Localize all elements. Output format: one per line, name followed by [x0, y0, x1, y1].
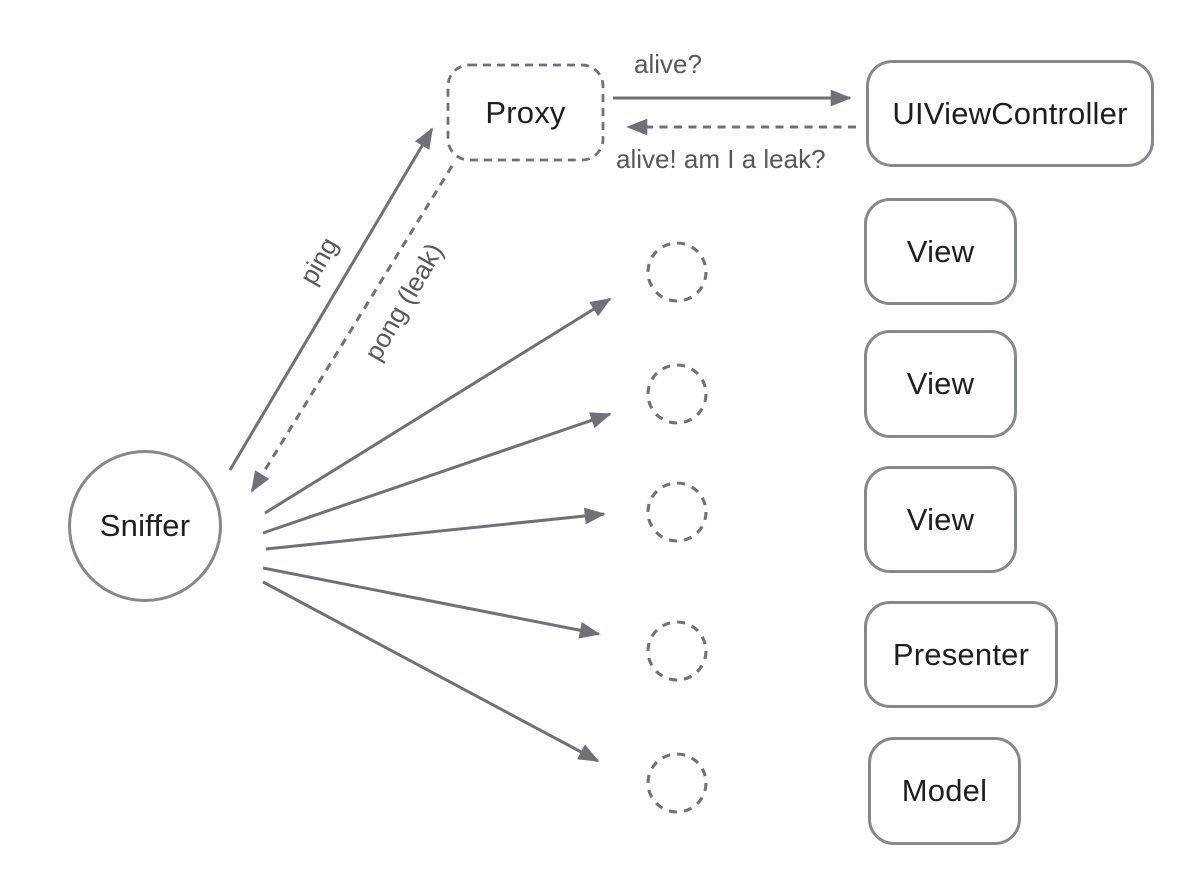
placeholder-circle-5 [646, 752, 708, 814]
placeholder-circle-3 [646, 481, 708, 543]
node-view-2: View [864, 330, 1017, 438]
sniffer-probe-arrow-4 [262, 566, 601, 639]
node-uiviewcontroller-label: UIViewController [892, 95, 1128, 131]
placeholder-circle-4 [646, 620, 708, 682]
ping-arrow [228, 127, 434, 471]
node-proxy: Proxy [448, 65, 603, 160]
node-proxy-label: Proxy [485, 94, 566, 130]
alive-response-label: alive! am I a leak? [616, 144, 826, 174]
alive-request-label: alive? [634, 49, 702, 79]
sniffer-probe-arrow-5 [262, 580, 600, 763]
node-view-2-label: View [906, 366, 975, 401]
node-view-3: View [864, 466, 1017, 573]
sniffer-probe-arrow-1 [264, 297, 612, 515]
node-sniffer-label: Sniffer [99, 508, 191, 543]
proxy-dashed-outline [446, 63, 605, 162]
node-view-1-label: View [906, 233, 975, 269]
sniffer-probe-arrow-2 [262, 412, 612, 535]
node-model-label: Model [901, 773, 988, 808]
node-model: Model [868, 737, 1021, 845]
node-uiviewcontroller: UIViewController [866, 60, 1154, 167]
node-view-3-label: View [906, 501, 975, 537]
node-presenter-label: Presenter [892, 636, 1030, 672]
node-view-1: View [864, 198, 1017, 305]
placeholder-circle-1 [646, 241, 708, 303]
node-presenter: Presenter [864, 601, 1058, 708]
sniffer-probe-arrow-3 [265, 507, 606, 551]
pong-arrow [250, 165, 454, 493]
placeholder-circle-2 [646, 363, 708, 425]
node-sniffer: Sniffer [68, 450, 222, 602]
